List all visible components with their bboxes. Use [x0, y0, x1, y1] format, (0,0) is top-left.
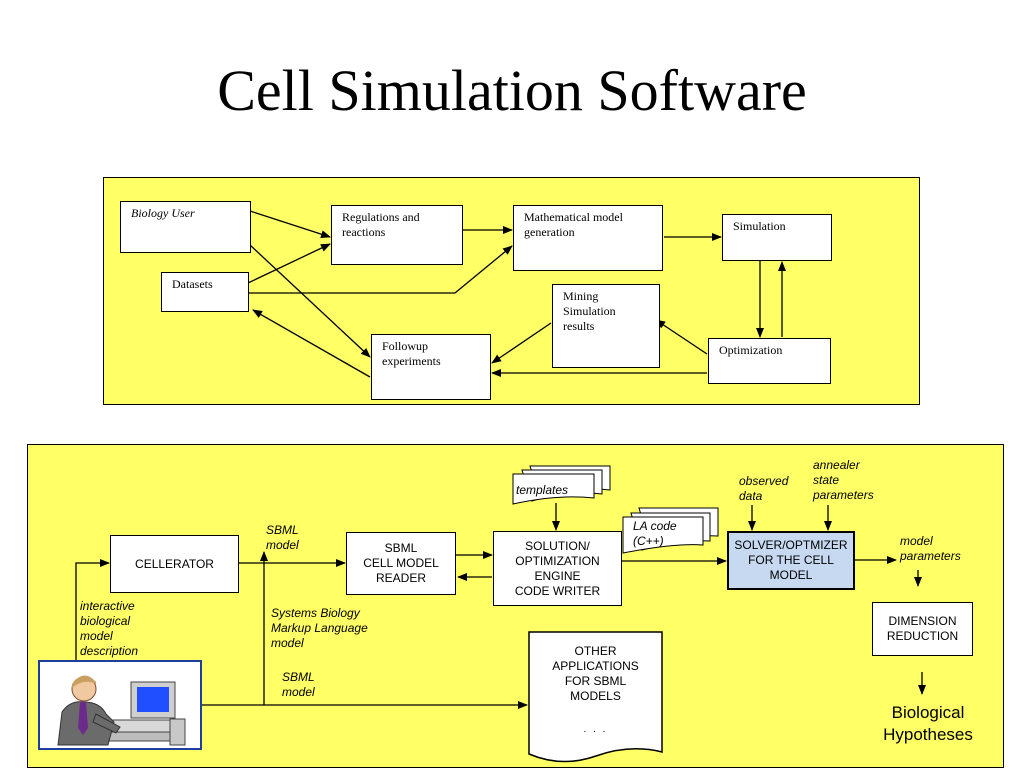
simulation-label: Simulation [733, 219, 786, 233]
biological-hypotheses-label: Biological Hypotheses [883, 703, 973, 744]
math-model-box: Mathematical model generation [513, 205, 663, 271]
arrow-followup-to-datasets [252, 309, 371, 378]
engine-box: SOLUTION/ OPTIMIZATION ENGINE CODE WRITE… [493, 531, 622, 606]
dimension-reduction-label: DIMENSION REDUCTION [886, 614, 959, 643]
biology-user-box: Biology User [120, 201, 251, 253]
la-code-document-stack [622, 507, 719, 554]
math-model-label: Mathematical model generation [524, 210, 623, 239]
sbml-model-label-lower: SBML model [282, 670, 315, 699]
sbml-reader-box: SBML CELL MODEL READER [346, 532, 456, 595]
templates-document-stack [512, 465, 611, 505]
cellerator-box: CELLERATOR [110, 535, 239, 593]
arrow-datasets-to-math [248, 245, 513, 294]
datasets-label: Datasets [172, 277, 213, 291]
followup-label: Followup experiments [382, 339, 441, 368]
sbml-model-label-upper: SBML model [266, 523, 299, 552]
arrow-mining-to-followup [491, 322, 552, 364]
other-apps-document [528, 631, 663, 763]
arrow-user-to-cellerator [75, 559, 110, 660]
mining-label: Mining Simulation results [563, 289, 616, 333]
biology-user-label: Biology User [131, 206, 195, 220]
arrow-user-to-followup [249, 244, 371, 358]
cellerator-label: CELLERATOR [135, 556, 214, 571]
optimization-label: Optimization [719, 343, 783, 357]
arrow-optimization-to-mining [655, 319, 708, 355]
regulations-box: Regulations and reactions [331, 205, 463, 265]
arrow-user-to-regulations [249, 210, 331, 239]
solver-label: SOLVER/OPTMIZER FOR THE CELL MODEL [734, 538, 848, 582]
model-parameters-label: model parameters [900, 534, 961, 563]
optimization-box: Optimization [708, 338, 831, 384]
la-code-label: LA code (C++) [633, 519, 677, 548]
other-apps-label: OTHER APPLICATIONS FOR SBML MODELS [552, 644, 639, 703]
other-apps-dots: . . . [583, 724, 608, 735]
observed-data-label: observed data [739, 474, 789, 503]
regulations-label: Regulations and reactions [342, 210, 420, 239]
annealer-params-label: annealer state parameters [813, 458, 874, 502]
solver-box: SOLVER/OPTMIZER FOR THE CELL MODEL [727, 531, 855, 590]
datasets-box: Datasets [161, 272, 249, 312]
arrow-datasets-to-regulations [247, 243, 331, 284]
person-at-computer-icon [38, 660, 202, 750]
dimension-reduction-box: DIMENSION REDUCTION [872, 602, 973, 656]
engine-label: SOLUTION/ OPTIMIZATION ENGINE CODE WRITE… [514, 538, 601, 598]
simulation-box: Simulation [722, 214, 832, 261]
systems-biology-label: Systems Biology Markup Language model [271, 606, 368, 650]
templates-label: templates [516, 483, 569, 497]
followup-box: Followup experiments [371, 334, 491, 400]
page-title: Cell Simulation Software [217, 58, 807, 123]
mining-box: Mining Simulation results [552, 284, 660, 368]
interactive-description-label: interactive biological model description [80, 599, 139, 658]
sbml-reader-label: SBML CELL MODEL READER [363, 541, 439, 585]
